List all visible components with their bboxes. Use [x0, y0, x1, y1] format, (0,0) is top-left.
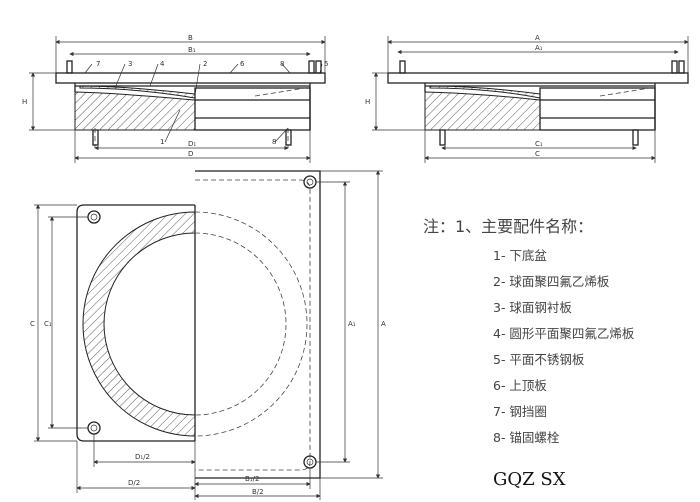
note-item-4: 4- 圆形平面聚四氟乙烯板: [493, 326, 635, 341]
dim-b1-label: B₁: [188, 46, 196, 54]
side-view: A A₁ H C₁ C: [365, 34, 689, 163]
side-pot-elevation: [539, 87, 656, 131]
bottom-pot-section: [74, 91, 196, 131]
dim-d1-label: D₁: [188, 140, 196, 148]
part-label-3: 3: [128, 60, 132, 68]
dim-h-front-label: H: [22, 98, 27, 106]
dim-d-half-label: D/2: [128, 479, 140, 487]
anchor-hole-top-left: [87, 210, 101, 224]
part-label-5: 5: [324, 60, 328, 68]
dim-a1-label: A₁: [535, 44, 543, 52]
dim-h-side-label: H: [365, 98, 370, 106]
part-label-6: 6: [240, 60, 245, 68]
dim-plan-c1-label: C₁: [44, 320, 52, 328]
model-code: GQZ SX: [493, 469, 566, 490]
dim-a-label: A: [535, 34, 540, 42]
notes-block: 注：1、主要配件名称： 1- 下底盆 2- 球面聚四氟乙烯板 3- 球面钢衬板 …: [423, 217, 635, 445]
note-item-1: 1- 下底盆: [493, 248, 547, 263]
dim-d-label: D: [188, 150, 193, 158]
note-item-7: 7- 钢挡圈: [493, 404, 547, 419]
dim-d1-half-label: D₁/2: [135, 453, 150, 461]
top-bolt-left: [66, 60, 73, 74]
dim-plan-a-label: A: [381, 320, 386, 328]
part-label-8-bottom: 8: [272, 138, 276, 146]
note-item-8: 8- 锚固螺栓: [493, 430, 560, 445]
dim-c1-label: C₁: [535, 140, 543, 148]
top-plate: [55, 72, 326, 84]
anchor-hole-top-right: [303, 175, 317, 189]
part-label-2: 2: [203, 60, 207, 68]
dim-plan-a1-label: A₁: [348, 320, 356, 328]
plan-top-plate-outline: [195, 170, 321, 479]
bottom-pot-elevation: [194, 87, 311, 131]
dim-plan-c-label: C: [30, 320, 35, 328]
plan-view: C C₁ A₁ A D₁/2 D/2 B₁/2 B/2: [30, 170, 386, 500]
part-label-7: 7: [96, 60, 100, 68]
dim-b-half-label: B/2: [252, 488, 264, 496]
note-item-2: 2- 球面聚四氟乙烯板: [493, 274, 610, 289]
front-view: B B₁ H D₁ D: [22, 34, 328, 163]
part-label-8-top: 8: [280, 60, 284, 68]
part-label-1: 1: [160, 138, 164, 146]
plan-bottom-pot-outline: [76, 204, 195, 442]
anchor-hole-bottom-left: [87, 421, 101, 435]
dim-b1-half-label: B₁/2: [245, 475, 259, 483]
dim-c-label: C: [535, 150, 540, 158]
note-item-6: 6- 上顶板: [493, 378, 547, 393]
note-item-3: 3- 球面钢衬板: [493, 300, 572, 315]
notes-title: 注：1、主要配件名称：: [423, 217, 593, 236]
side-pot-section: [424, 91, 541, 131]
part-label-4: 4: [160, 60, 165, 68]
side-top-plate: [387, 72, 689, 84]
dim-b-label: B: [188, 34, 193, 42]
note-item-5: 5- 平面不锈钢板: [493, 352, 585, 367]
top-bolt-right: [308, 60, 315, 74]
plan-ring-hatch: [82, 211, 196, 437]
